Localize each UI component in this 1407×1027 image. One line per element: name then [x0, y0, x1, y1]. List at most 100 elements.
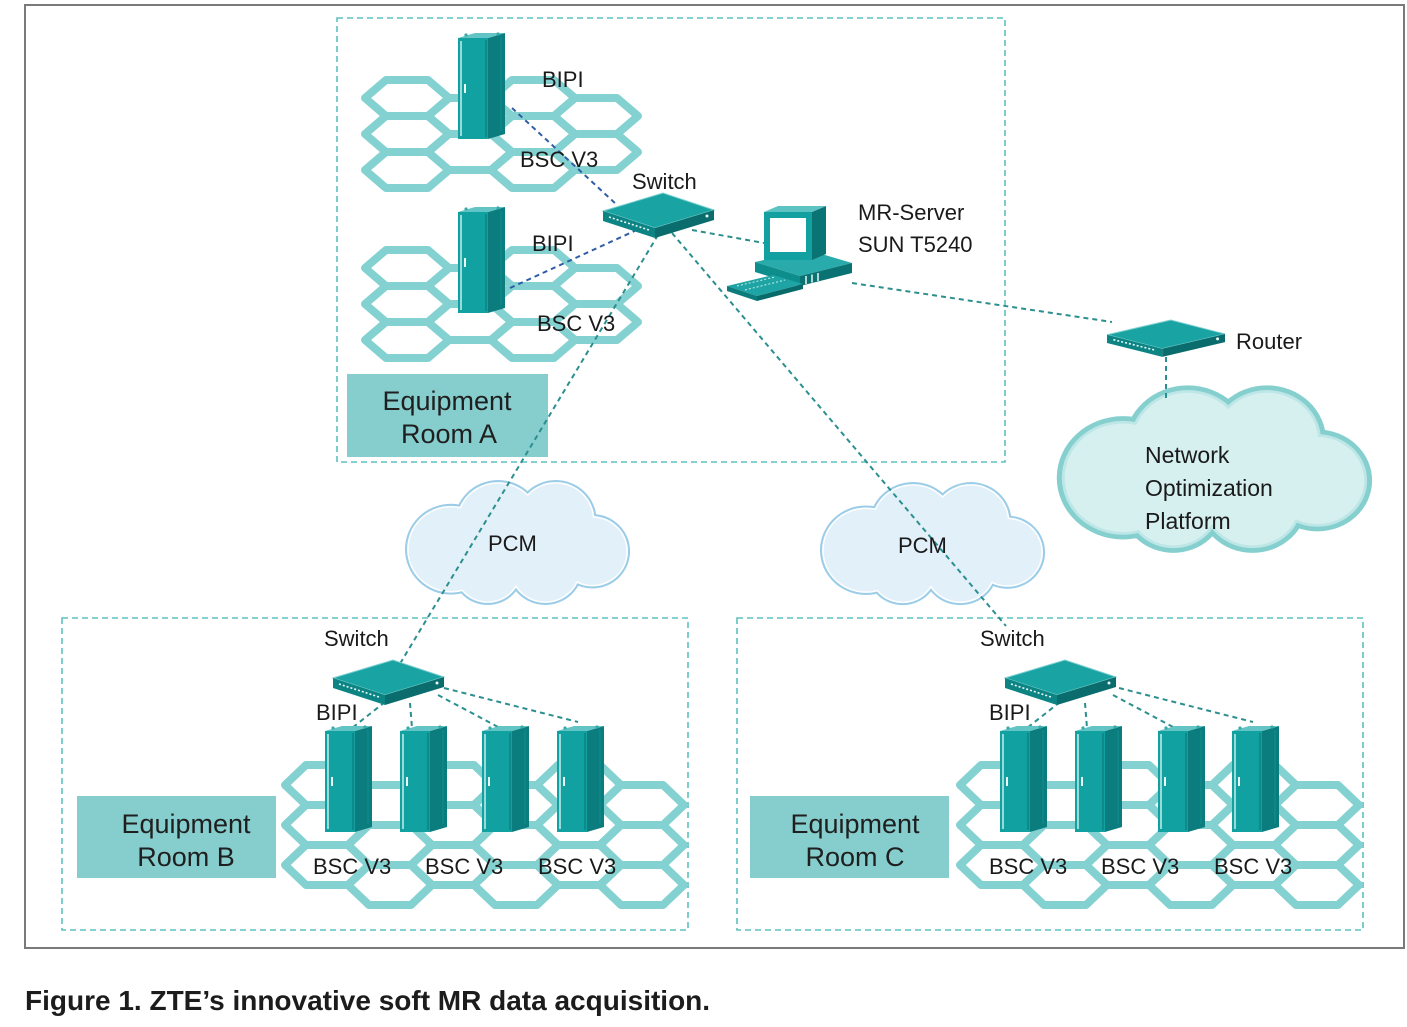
link-switch-a-switch-b [397, 234, 659, 668]
rack-top [1232, 726, 1279, 731]
rack-top-knob [488, 726, 492, 730]
monitor-screen [770, 218, 806, 252]
monitor-side [812, 206, 826, 260]
rack-top-knob [438, 725, 442, 729]
rack-top [1158, 726, 1205, 731]
link-switch-a-switch-c [671, 232, 1007, 627]
link-switch-c-rack-2 [1084, 702, 1088, 729]
room-c-bsc-label-1: BSC V3 [989, 854, 1067, 879]
network-optimization-cloud [1056, 385, 1373, 553]
router-icon [1106, 319, 1226, 357]
link-bsc-a2-switch-a [509, 227, 642, 289]
cloud-shape [404, 479, 631, 605]
rack-handle [1006, 777, 1008, 786]
power-led [705, 214, 709, 218]
rack-handle [1081, 777, 1083, 786]
monitor-top [764, 206, 826, 212]
box-side [1057, 677, 1116, 705]
rack-top-knob [595, 725, 599, 729]
rack-side [1105, 726, 1122, 832]
server-rack-icon [458, 206, 505, 313]
rack-top-knob [1113, 725, 1117, 729]
rack-top [458, 207, 505, 212]
rack-side [1188, 726, 1205, 832]
room-b-label-line2: Room B [137, 842, 235, 872]
link-switch-a-server [691, 229, 765, 244]
rack-top [557, 726, 604, 731]
rack-front [458, 212, 488, 313]
cloud-lobe [1169, 430, 1273, 526]
rack-top-knob [1081, 726, 1085, 730]
hex-cell [550, 300, 642, 344]
rack-front [325, 731, 355, 832]
rack-top-knob [1006, 726, 1010, 730]
figure-caption: Figure 1. ZTE’s innovative soft MR data … [25, 985, 710, 1016]
room-b-label-box: Equipment Room B [77, 796, 276, 878]
server-rack-icon [458, 32, 505, 139]
link-bsc-a1-switch-a [511, 107, 617, 205]
room-a-bipi-label-1: BIPI [542, 67, 584, 92]
rack-handle [1238, 777, 1240, 786]
hex-cluster-room-a-upper [361, 76, 642, 192]
server-rack-icon [400, 725, 447, 832]
room-a-boundary [336, 17, 1006, 463]
rack-handle [464, 84, 466, 93]
pcm-label-1: PCM [488, 531, 537, 556]
room-c-bsc-label-2: BSC V3 [1101, 854, 1179, 879]
rack-front [1232, 731, 1262, 832]
room-b-label-line1: Equipment [121, 809, 251, 839]
port-leds [1010, 683, 1052, 698]
case-top [755, 250, 852, 276]
rack-front [400, 731, 430, 832]
rack-front [458, 38, 488, 139]
rack-handle [488, 777, 490, 786]
room-a-bipi-label-2: BIPI [532, 231, 574, 256]
server-rack-icon [325, 725, 372, 832]
port-leds [338, 683, 380, 698]
rack-side [355, 726, 372, 832]
server-rack-icon [1075, 725, 1122, 832]
room-a-label-line1: Equipment [382, 386, 512, 416]
rack-top-knob [464, 33, 468, 37]
room-c-label-box: Equipment Room C [750, 796, 949, 878]
rack-handle [406, 777, 408, 786]
link-switch-c-rack-3 [1112, 694, 1176, 729]
switch-icon-room-b [331, 659, 446, 705]
box-side [1162, 333, 1225, 357]
mr-server-computer-icon [727, 206, 852, 301]
port-leds [608, 216, 650, 231]
cloud-lobe [485, 512, 560, 586]
room-c-label-line2: Room C [805, 842, 904, 872]
mr-server-model-label: SUN T5240 [858, 232, 973, 257]
server-rack-icon [1232, 725, 1279, 832]
link-switch-c-rack-1 [1026, 701, 1061, 729]
rack-top-knob [496, 206, 500, 210]
router-box [1106, 319, 1226, 357]
power-led [1216, 337, 1220, 341]
rack-side [587, 726, 604, 832]
pcm-cloud-2 [819, 482, 1046, 606]
rack-side [1262, 726, 1279, 832]
switch-icon-room-c [1003, 659, 1118, 705]
router-label: Router [1236, 329, 1302, 354]
pcm-label-2: PCM [898, 533, 947, 558]
platform-label-line3: Platform [1145, 508, 1231, 534]
case-side [800, 263, 852, 286]
link-server-router [851, 282, 1113, 323]
rack-handle [464, 258, 466, 267]
rack-top-knob [1038, 725, 1042, 729]
room-c-label-bg [750, 796, 949, 878]
rack-top-knob [563, 726, 567, 730]
room-c-bipi-label: BIPI [989, 700, 1031, 725]
link-switch-b-rack-3 [437, 694, 501, 729]
room-a-label-bg [347, 374, 548, 457]
rack-top [325, 726, 372, 731]
server-rack-icon [1000, 725, 1047, 832]
rack-top-knob [1270, 725, 1274, 729]
rack-handle [331, 777, 333, 786]
hex-cell [596, 861, 688, 909]
rack-top-knob [363, 725, 367, 729]
rack-top-knob [1196, 725, 1200, 729]
room-c-switch-label: Switch [980, 626, 1045, 651]
rack-top-knob [1164, 726, 1168, 730]
